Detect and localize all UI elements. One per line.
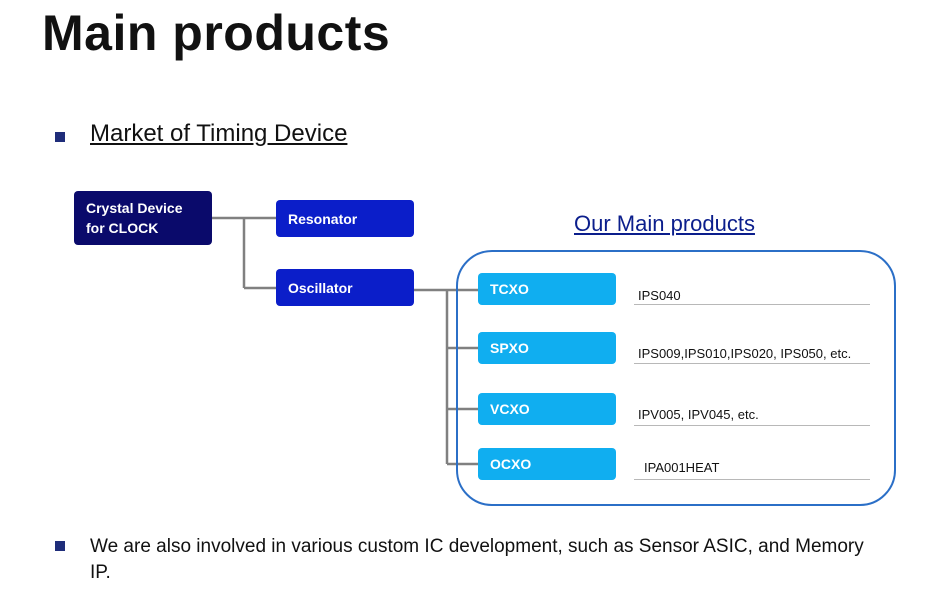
- page-title: Main products: [42, 5, 391, 61]
- bullet-icon: [55, 132, 65, 142]
- crystal-device-line1: Crystal Device: [86, 200, 183, 216]
- bullet-icon: [55, 541, 65, 551]
- product-box-ocxo: OCXO: [478, 448, 616, 480]
- main-products-label: Our Main products: [574, 211, 755, 236]
- product-parts-vcxo: IPV005, IPV045, etc.: [638, 407, 759, 422]
- product-parts-tcxo: IPS040: [638, 288, 681, 303]
- parts-underline: [634, 363, 870, 364]
- parts-underline: [634, 304, 870, 305]
- parts-underline: [634, 425, 870, 426]
- resonator-box: Resonator: [276, 200, 414, 237]
- product-box-spxo: SPXO: [478, 332, 616, 364]
- section-heading: Market of Timing Device: [90, 120, 348, 147]
- crystal-device-line2: for CLOCK: [86, 220, 159, 236]
- crystal-device-box: Crystal Device for CLOCK: [74, 191, 212, 245]
- product-parts-spxo: IPS009,IPS010,IPS020, IPS050, etc.: [638, 346, 852, 361]
- oscillator-box: Oscillator: [276, 269, 414, 306]
- product-box-tcxo: TCXO: [478, 273, 616, 305]
- parts-underline: [634, 479, 870, 480]
- footer-text: We are also involved in various custom I…: [90, 536, 864, 583]
- main-products-panel: [456, 250, 896, 506]
- product-box-vcxo: VCXO: [478, 393, 616, 425]
- product-parts-ocxo: IPA001HEAT: [644, 460, 720, 475]
